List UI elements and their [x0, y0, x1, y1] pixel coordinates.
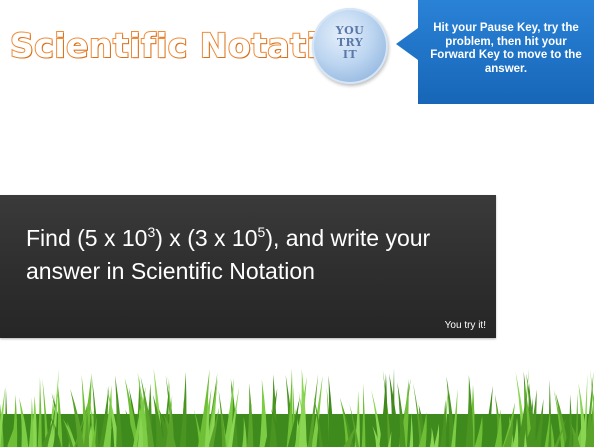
problem-exponent-1: 3 — [147, 224, 156, 240]
badge-text: YOU TRY IT — [335, 24, 365, 61]
you-try-it-badge-icon: YOU TRY IT — [312, 8, 388, 84]
grass-border-icon — [0, 368, 594, 447]
problem-text: Find (5 x 103) x (3 x 105), and write yo… — [26, 222, 486, 288]
slide-title: Scientific Notation — [9, 25, 366, 66]
problem-exponent-2: 5 — [257, 224, 266, 240]
problem-part-2: ) x (3 x 10 — [155, 225, 258, 251]
problem-box: Find (5 x 103) x (3 x 105), and write yo… — [0, 195, 496, 338]
problem-part-1: Find (5 x 10 — [26, 225, 148, 251]
instruction-callout: Hit your Pause Key, try the problem, the… — [396, 0, 594, 104]
arrow-callout-icon — [396, 0, 594, 104]
callout-text: Hit your Pause Key, try the problem, the… — [430, 22, 582, 75]
problem-part-3: ), and write your answer in Scientific N… — [26, 225, 431, 284]
you-try-it-label: You try it! — [444, 320, 486, 331]
